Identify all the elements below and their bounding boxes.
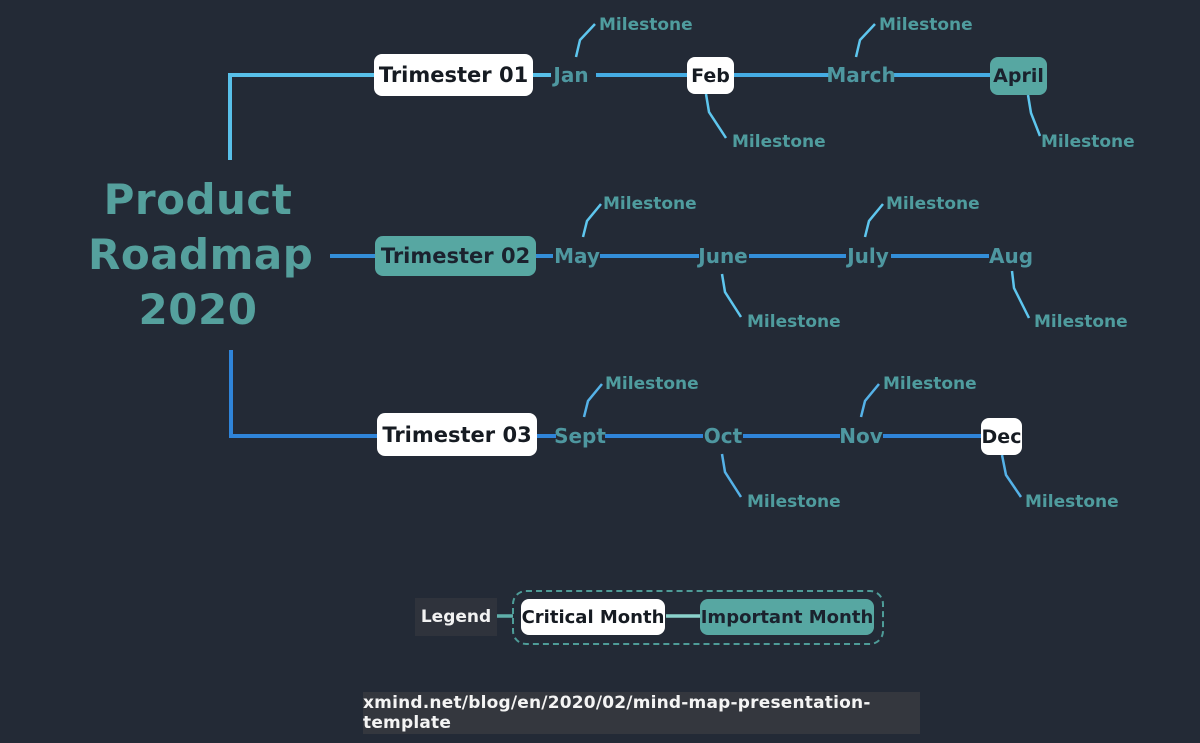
milestone-label-oct[interactable]: Milestone (747, 492, 841, 512)
title-line: Product (103, 175, 293, 224)
title-line: 2020 (138, 285, 258, 334)
milestone-label-nov[interactable]: Milestone (883, 374, 977, 394)
milestone-label-march[interactable]: Milestone (879, 15, 973, 35)
topic-trimester-03[interactable]: Trimester 03 (377, 413, 537, 456)
topic-month-aug[interactable]: Aug (988, 244, 1034, 268)
milestone-label-june[interactable]: Milestone (747, 312, 841, 332)
topic-trimester-01[interactable]: Trimester 01 (374, 54, 533, 96)
topic-month-july[interactable]: July (847, 244, 889, 268)
milestone-line-sept (582, 383, 603, 418)
legend-item-critical-month[interactable]: Critical Month (521, 599, 665, 635)
milestone-line-dec (1000, 454, 1023, 498)
milestone-line-oct (720, 453, 743, 498)
topic-month-oct[interactable]: Oct (703, 424, 743, 448)
topic-month-may[interactable]: May (554, 244, 600, 268)
milestone-label-feb[interactable]: Milestone (732, 132, 826, 152)
topic-month-nov[interactable]: Nov (839, 424, 883, 448)
branch3-trunk-line (229, 350, 377, 438)
central-topic[interactable]: Product Roadmap 2020 (88, 172, 314, 337)
milestone-label-sept[interactable]: Milestone (605, 374, 699, 394)
topic-month-jan[interactable]: Jan (553, 63, 589, 87)
topic-month-feb[interactable]: Feb (687, 57, 734, 94)
legend-label: Legend (415, 598, 497, 636)
milestone-label-april[interactable]: Milestone (1041, 132, 1135, 152)
milestone-line-nov (859, 383, 880, 418)
topic-month-june[interactable]: June (698, 244, 748, 268)
topic-month-april[interactable]: April (990, 57, 1047, 95)
milestone-label-may[interactable]: Milestone (603, 194, 697, 214)
milestone-label-aug[interactable]: Milestone (1034, 312, 1128, 332)
legend-item-important-month[interactable]: Important Month (700, 599, 874, 635)
milestone-label-jan[interactable]: Milestone (599, 15, 693, 35)
milestone-line-may (581, 203, 602, 238)
milestone-line-june (720, 273, 743, 318)
milestone-label-july[interactable]: Milestone (886, 194, 980, 214)
milestone-line-jan (574, 23, 596, 58)
milestone-line-april (1026, 94, 1042, 137)
milestone-label-dec[interactable]: Milestone (1025, 492, 1119, 512)
milestone-line-feb (704, 93, 728, 139)
branch1-trunk-line (228, 73, 374, 160)
title-line: Roadmap (88, 230, 314, 279)
topic-month-dec[interactable]: Dec (981, 418, 1022, 455)
topic-month-march[interactable]: March (826, 63, 896, 87)
legend-group-border (512, 590, 884, 645)
topic-trimester-02[interactable]: Trimester 02 (375, 236, 536, 276)
topic-month-sept[interactable]: Sept (554, 424, 606, 448)
milestone-line-july (863, 203, 884, 238)
milestone-line-march (854, 23, 876, 58)
milestone-line-aug (1010, 270, 1031, 319)
footer-url[interactable]: xmind.net/blog/en/2020/02/mind-map-prese… (363, 692, 920, 734)
